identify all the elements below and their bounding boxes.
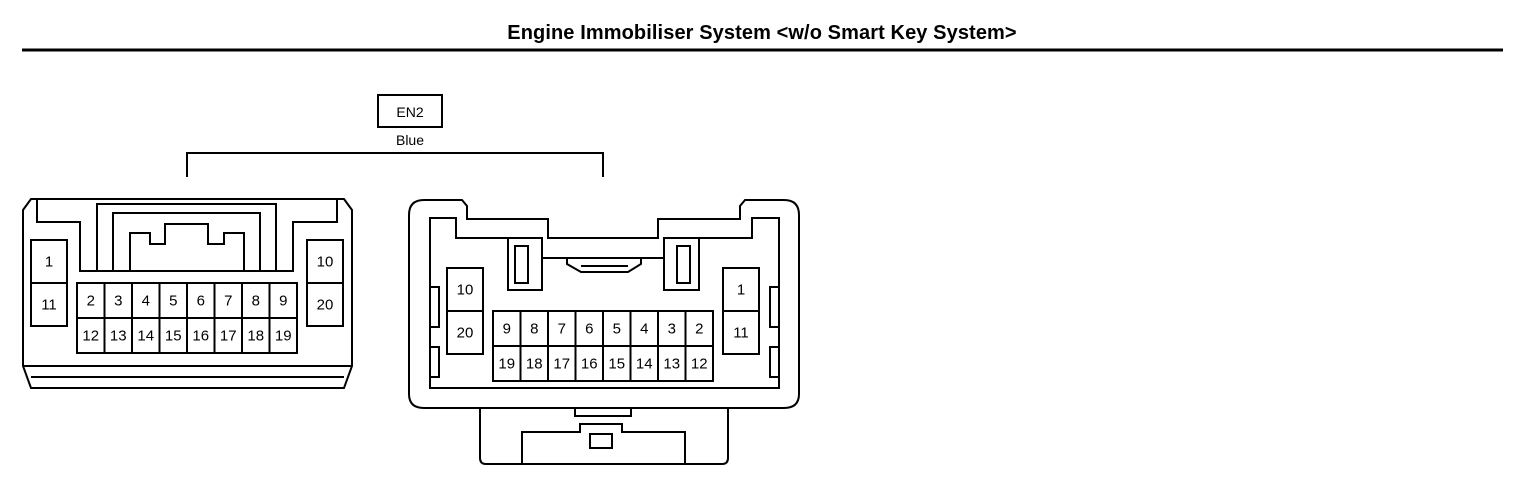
- left_connector-pin-1: 1: [45, 254, 53, 271]
- right_connector-pin-14: 14: [636, 356, 653, 373]
- right_connector-pin-11-cell: [722, 310, 760, 355]
- left_connector-pin-19-cell: [268, 317, 298, 354]
- right_connector-pin-19-cell: [492, 345, 522, 382]
- right_connector-pin-6: 6: [585, 321, 593, 338]
- diagram-title: Engine Immobiliser System <w/o Smart Key…: [507, 22, 1017, 44]
- left_connector-pin-11-cell: [30, 282, 68, 327]
- right_connector-pin-18: 18: [526, 356, 543, 373]
- right_connector-pin-12: 12: [691, 356, 708, 373]
- left_connector-pin-2: 2: [87, 293, 95, 310]
- left_connector-pin-13: 13: [110, 328, 127, 345]
- right_connector-pin-3: 3: [668, 321, 676, 338]
- right_connector-pin-15: 15: [608, 356, 625, 373]
- left_connector-pin-4: 4: [142, 293, 150, 310]
- right_connector-pin-12-cell: [684, 345, 714, 382]
- left_connector-pin-17-cell: [213, 317, 243, 354]
- right_connector-pin-20-cell: [446, 310, 484, 355]
- left-connector: [22, 198, 353, 389]
- right_connector-pin-16: 16: [581, 356, 598, 373]
- right_connector-pin-11: 11: [733, 325, 749, 342]
- left_connector-pin-9-cell: [268, 282, 298, 319]
- left_connector-pin-8: 8: [252, 293, 260, 310]
- left_connector-pin-20: 20: [317, 297, 334, 314]
- right_connector-pin-7-cell: [547, 310, 577, 347]
- right_connector-pin-1: 1: [737, 282, 745, 299]
- right_connector-pin-9: 9: [503, 321, 511, 338]
- right_connector-pin-17: 17: [553, 356, 570, 373]
- left_connector-pin-5: 5: [169, 293, 177, 310]
- right_connector-pin-2: 2: [695, 321, 703, 338]
- connector-code-box: [377, 94, 443, 128]
- connector-bracket: [186, 152, 604, 177]
- left_connector-pin-15: 15: [165, 328, 182, 345]
- right_connector-pin-5: 5: [613, 321, 621, 338]
- left_connector-pin-16: 16: [192, 328, 209, 345]
- pin-layer: 1111020212313414515616717818919102011191…: [30, 239, 760, 382]
- right_connector-pin-20: 20: [457, 325, 474, 342]
- left_connector-pin-12: 12: [82, 328, 99, 345]
- left_connector-pin-20-cell: [306, 282, 344, 327]
- left_connector-pin-18: 18: [247, 328, 264, 345]
- left_connector-pin-6-cell: [186, 282, 216, 319]
- left_connector-pin-17: 17: [220, 328, 237, 345]
- right_connector-pin-13: 13: [663, 356, 680, 373]
- left_connector-pin-8-cell: [241, 282, 271, 319]
- right_connector-pin-10: 10: [457, 282, 474, 299]
- left_connector-pin-13-cell: [103, 317, 133, 354]
- left_connector-pin-7: 7: [224, 293, 232, 310]
- left_connector-pin-11: 11: [41, 297, 57, 314]
- left_connector-pin-6: 6: [197, 293, 205, 310]
- right_connector-pin-19: 19: [498, 356, 515, 373]
- left_connector-pin-3: 3: [114, 293, 122, 310]
- left_connector-pin-14-cell: [131, 317, 161, 354]
- connector-code: EN2: [396, 104, 423, 120]
- right_connector-pin-4: 4: [640, 321, 648, 338]
- right-connector-outline: [408, 199, 800, 409]
- right_connector-pin-2-cell: [684, 310, 714, 347]
- right-connector: [408, 199, 800, 465]
- left_connector-pin-10: 10: [317, 254, 334, 271]
- right_connector-pin-16-cell: [574, 345, 604, 382]
- left_connector-pin-19: 19: [275, 328, 292, 345]
- left_connector-pin-7-cell: [213, 282, 243, 319]
- right_connector-pin-8: 8: [530, 321, 538, 338]
- right_connector-pin-7: 7: [558, 321, 566, 338]
- left_connector-pin-9: 9: [279, 293, 287, 310]
- left_connector-pin-14: 14: [137, 328, 154, 345]
- left-connector-outline: [22, 198, 353, 389]
- right_connector-pin-13-cell: [657, 345, 687, 382]
- right_connector-pin-1-cell: [722, 267, 760, 312]
- connector-color: Blue: [396, 132, 424, 148]
- left_connector-pin-3-cell: [103, 282, 133, 319]
